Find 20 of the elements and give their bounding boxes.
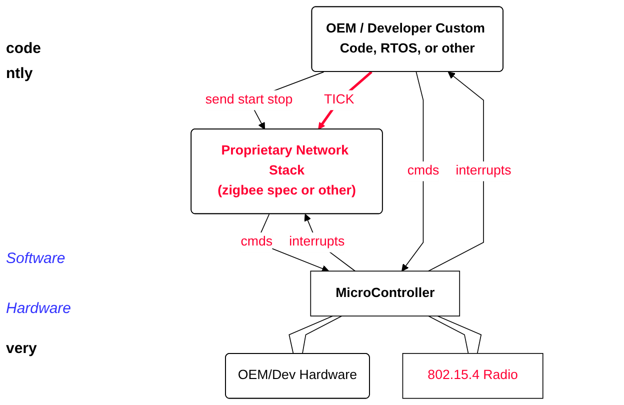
- edge-label: cmds: [407, 164, 440, 178]
- connector: [437, 316, 482, 354]
- connector: [428, 316, 469, 354]
- arrow: [428, 72, 484, 272]
- edge-label: send start stop: [205, 92, 293, 107]
- arrow: [318, 71, 372, 130]
- arrow: [402, 72, 424, 272]
- edge-label: TICK: [324, 92, 354, 107]
- side-note: ntly: [6, 65, 33, 82]
- layer-label: Software: [6, 250, 66, 267]
- edge-label: cmds: [240, 234, 273, 250]
- layer-label: Hardware: [6, 300, 72, 317]
- node-box: MicroController: [310, 270, 460, 316]
- side-note: very: [6, 340, 37, 357]
- connector: [288, 316, 334, 354]
- side-note: code: [6, 40, 42, 57]
- edge-label: interrupts: [289, 234, 345, 250]
- connector: [302, 316, 342, 354]
- edge-label: interrupts: [456, 164, 512, 178]
- node-box: 802.15.4 Radio: [402, 353, 544, 399]
